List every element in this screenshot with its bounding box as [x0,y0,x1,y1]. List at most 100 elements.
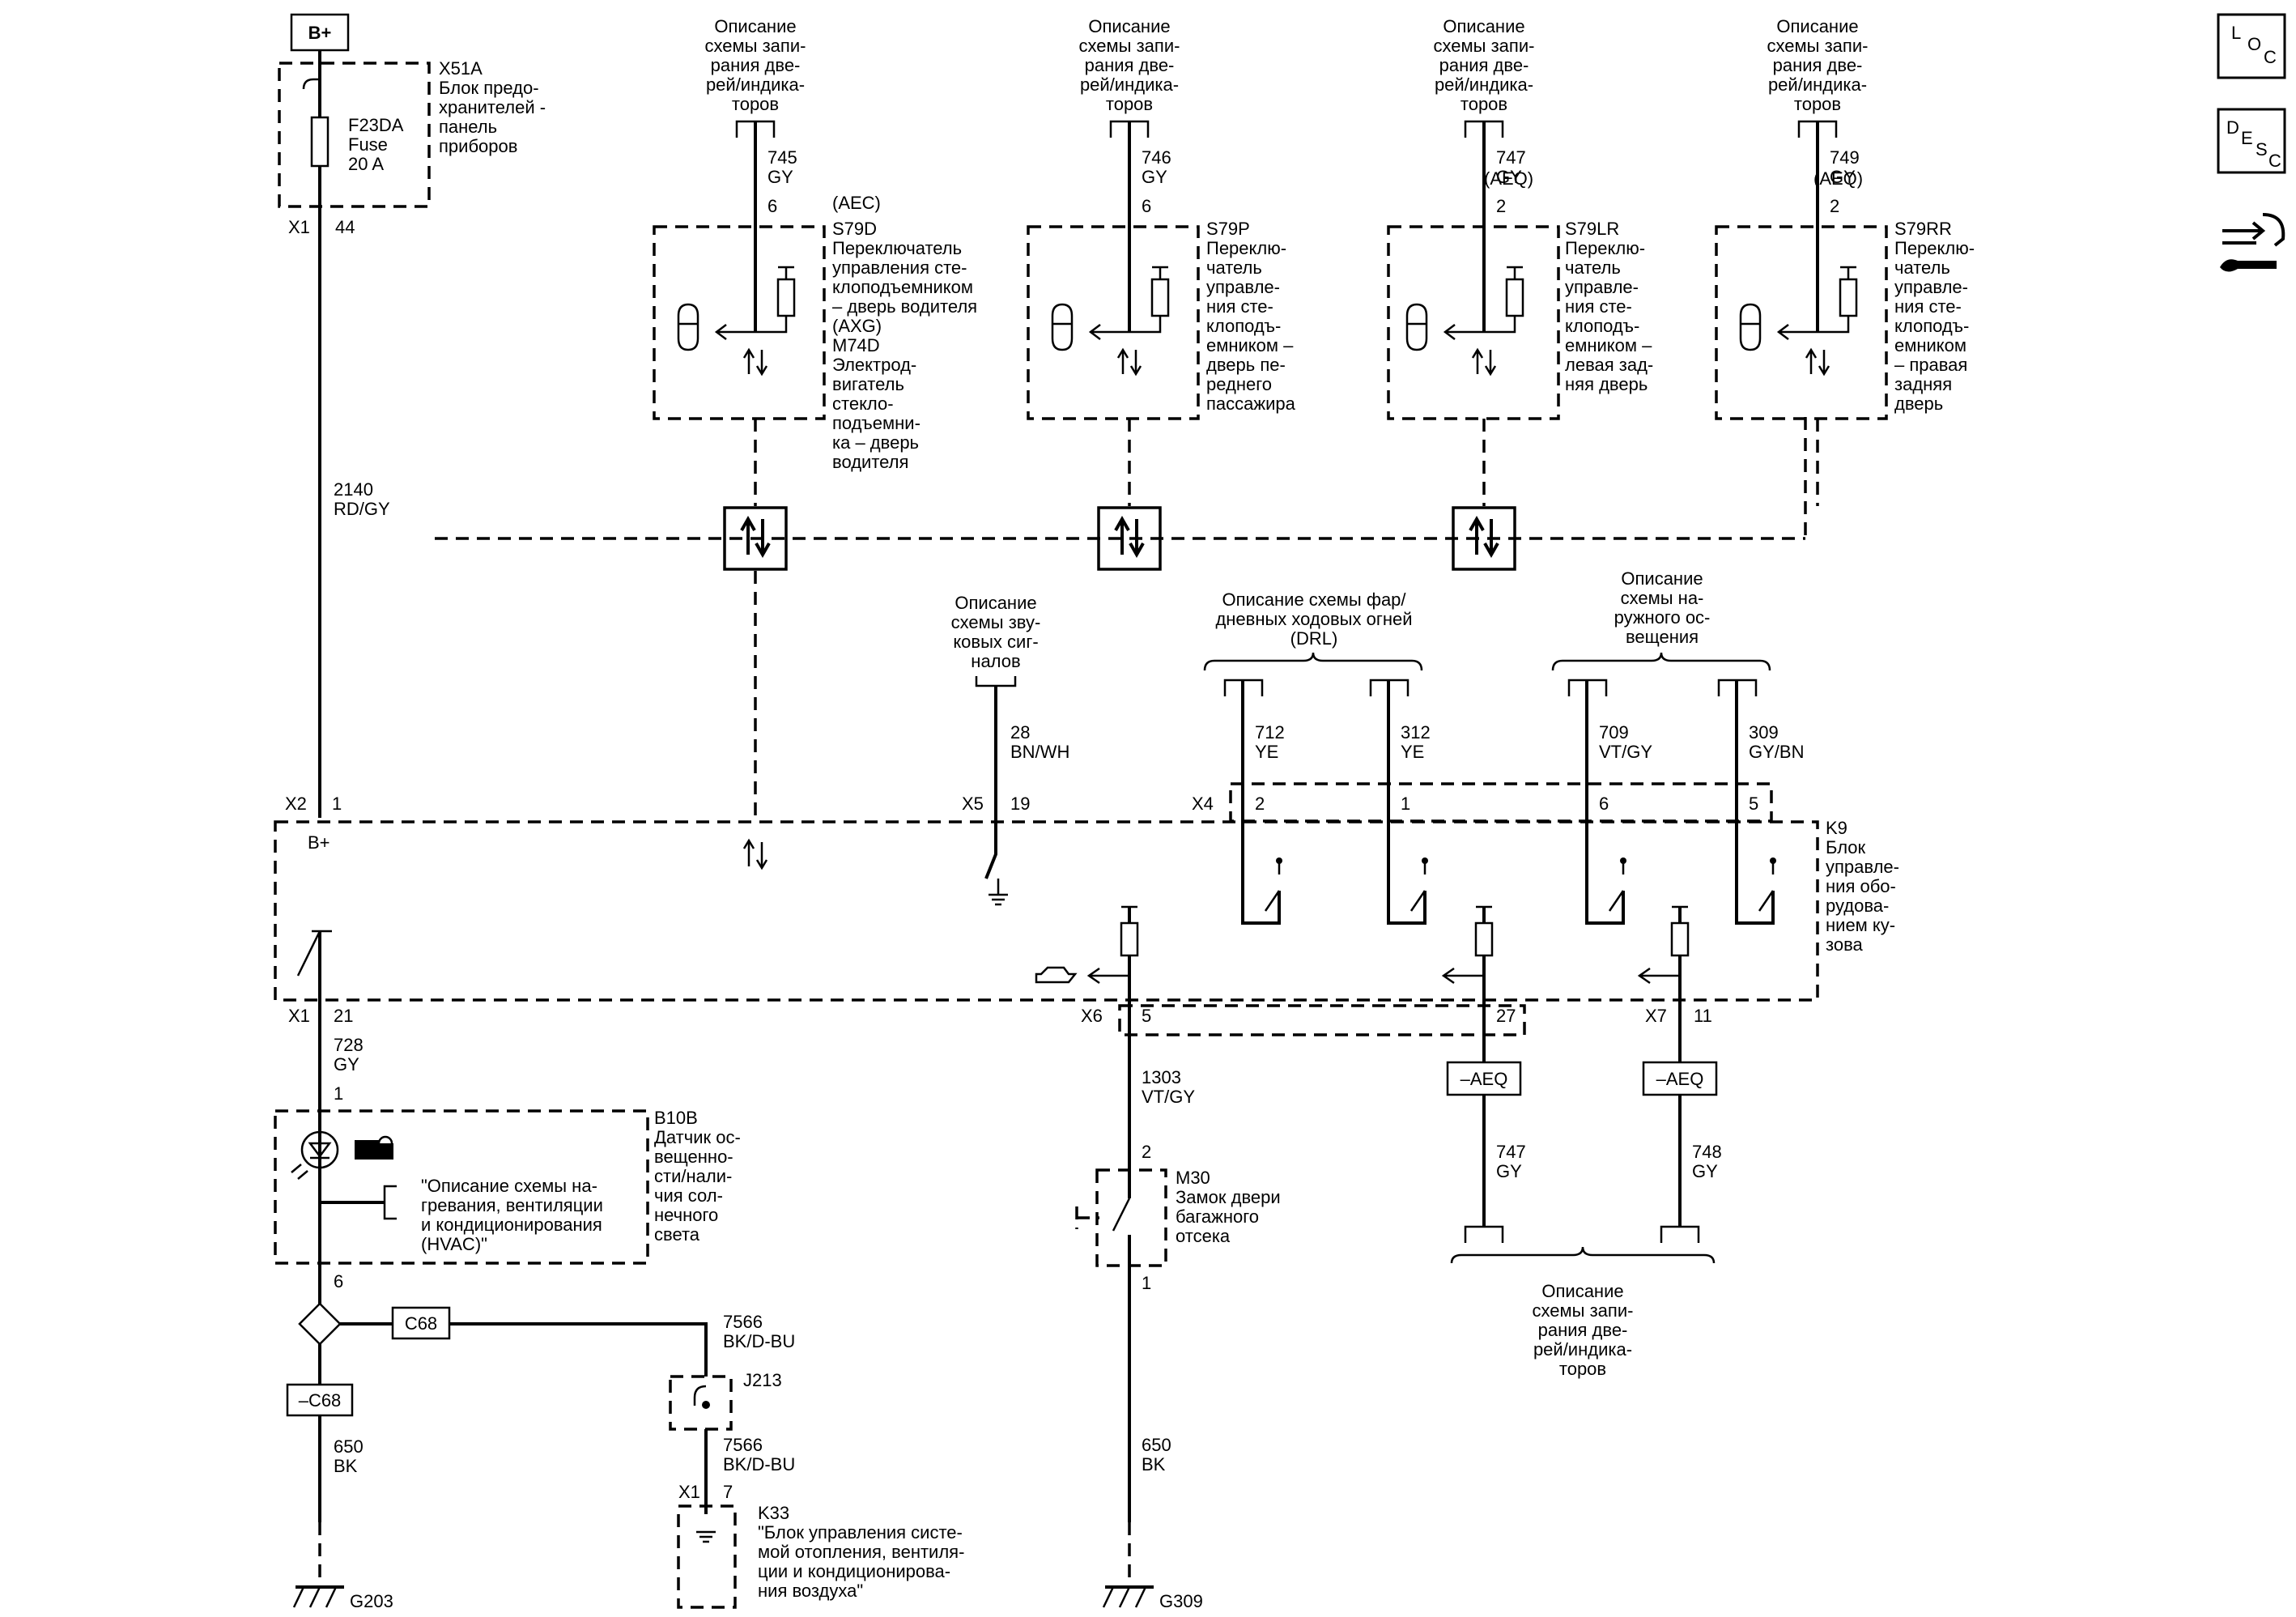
aeq-neg-right-label: –AEQ [1656,1069,1704,1089]
k9-bus-arrows-icon [742,838,768,870]
switch-desc-0-4: – дверь водителя [832,296,977,317]
door-wire-number-2: 747 [1496,147,1526,168]
connector-x2-pin: 1 [332,794,342,814]
wire-650a-number: 650 [334,1436,364,1457]
m30-desc-2: багажного [1176,1206,1259,1227]
loc-button[interactable]: L O C [2217,13,2286,79]
switch-outline-3 [1715,225,1888,420]
k9-desc-2: управле- [1826,857,1899,877]
switch-outline-1 [1027,225,1200,420]
bottom-ref-3: рания две- [1538,1320,1628,1340]
door-ref-title-0-2: рания две- [711,55,801,75]
connector-x6-outline [1118,1004,1526,1036]
drl-ref-3: (DRL) [1290,628,1338,649]
wire-7566b-color: BK/D-BU [723,1454,795,1474]
light-wire-number-1: 312 [1401,722,1431,743]
wire-747b-color: GY [1496,1161,1522,1181]
b10b-desc-4: чия сол- [654,1185,723,1206]
door-ref-title-1-3: рей/индика- [1080,74,1179,95]
door-pin-3: 2 [1830,196,1839,216]
k33-x1-label: X1 [678,1482,700,1502]
switch-output-arrow-0 [714,324,755,340]
c68-negated-option: –C68 [286,1383,354,1417]
light-wire-color-2: VT/GY [1599,742,1652,762]
connector-x1-pin: 44 [335,217,355,237]
horn-ground-icon [989,879,1008,906]
battery-terminal: B+ [290,13,350,52]
switch-desc-2-1: Переклю- [1565,238,1645,258]
door-ref-title-0-1: схемы запи- [705,36,806,56]
k9-desc-4: рудова- [1826,896,1889,916]
b10b-desc-5: нечного [654,1205,718,1225]
aeq-neg-left-label: –AEQ [1461,1069,1508,1089]
connector-x6-label: X6 [1081,1006,1103,1026]
wire-650a-color: BK [334,1456,358,1476]
wire-7566b-number: 7566 [723,1435,763,1455]
door-wire-color-1: GY [1142,167,1167,187]
hvac-ref-2: гревания, вентиляции [421,1195,603,1215]
connector-x4-outline [1229,782,1773,823]
switch-resistor-0 [776,278,796,317]
horn-ref-3: ковых сиг- [953,632,1038,652]
door-window-icon-1 [1051,303,1074,351]
b10b-desc-1: Датчик ос- [654,1127,741,1147]
m30-liftgate-latch [1075,1168,1167,1267]
bottom-ref-brace [1450,1246,1716,1264]
fuse-block-desc-2: хранителей - [439,97,546,117]
switch-desc-2-2: чатель [1565,257,1621,278]
door-ref-title-3-2: рания две- [1773,55,1863,75]
rear-right-driver [1637,905,1690,1077]
hvac-ref-4: (HVAC)" [421,1234,487,1254]
switch-desc-1-8: реднего [1206,374,1272,394]
desc-button[interactable]: D E S C [2217,108,2286,174]
ext-ref-4: вещения [1626,627,1699,647]
loc-letter-o: O [2247,34,2261,54]
switch-resistor-2 [1505,278,1524,317]
switch-desc-3-3: управле- [1894,277,1968,297]
horn-ref-2: схемы зву- [951,612,1041,632]
connector-tool-icon[interactable] [2220,213,2285,272]
ground-g309-icon [1102,1585,1154,1608]
wire-7566a-color: BK/D-BU [723,1331,795,1351]
bus-gateway-icon-2 [1452,506,1516,571]
door-ref-title-3-4: торов [1794,94,1841,114]
b10b-id: B10B [654,1108,698,1128]
b10b-desc-2: вещенно- [654,1147,733,1167]
m30-pin-1: 1 [1142,1273,1151,1293]
aeq-negated-option-right: –AEQ [1642,1061,1718,1096]
switch-desc-3-4: ния сте- [1894,296,1962,317]
c68-negated-label: –C68 [299,1390,342,1411]
splice-diamond [298,1302,342,1346]
wire-28-color: BN/WH [1010,742,1069,762]
switch-desc-1-7: дверь пе- [1206,355,1286,375]
light-wire-number-0: 712 [1255,722,1285,743]
loc-letter-c: C [2264,47,2277,67]
k9-desc-3: ния обо- [1826,876,1896,896]
k9-module-outline [274,820,1819,1002]
switch-desc-3-8: задняя [1894,374,1952,394]
m30-id: M30 [1176,1168,1210,1188]
desc-letter-s: S [2256,139,2268,160]
door-wire-number-0: 745 [767,147,797,168]
wire-28-number: 28 [1010,722,1030,743]
switch-desc-2-7: левая зад- [1565,355,1653,375]
horn-ref-4: налов [971,651,1020,671]
switch-output-arrow-1 [1088,324,1129,340]
door-ref-title-3-3: рей/индика- [1768,74,1867,95]
switch-desc-1-9: пассажира [1206,394,1296,414]
connector-x6-pin-27: 27 [1496,1006,1516,1026]
door-ref-title-0-4: торов [732,94,779,114]
switch-desc-1-1: Переклю- [1206,238,1286,258]
liftgate-driver [1035,905,1139,996]
switch-contact-3 [1818,266,1856,334]
switch-data-arrows-icon-1 [1116,347,1142,377]
door-ref-title-0-0: Описание [714,16,796,36]
light-wire-color-3: GY/BN [1749,742,1804,762]
bottom-ref-4: рей/индика- [1533,1339,1632,1360]
bottom-ref-1: Описание [1541,1281,1623,1301]
switch-outline-2 [1387,225,1560,420]
